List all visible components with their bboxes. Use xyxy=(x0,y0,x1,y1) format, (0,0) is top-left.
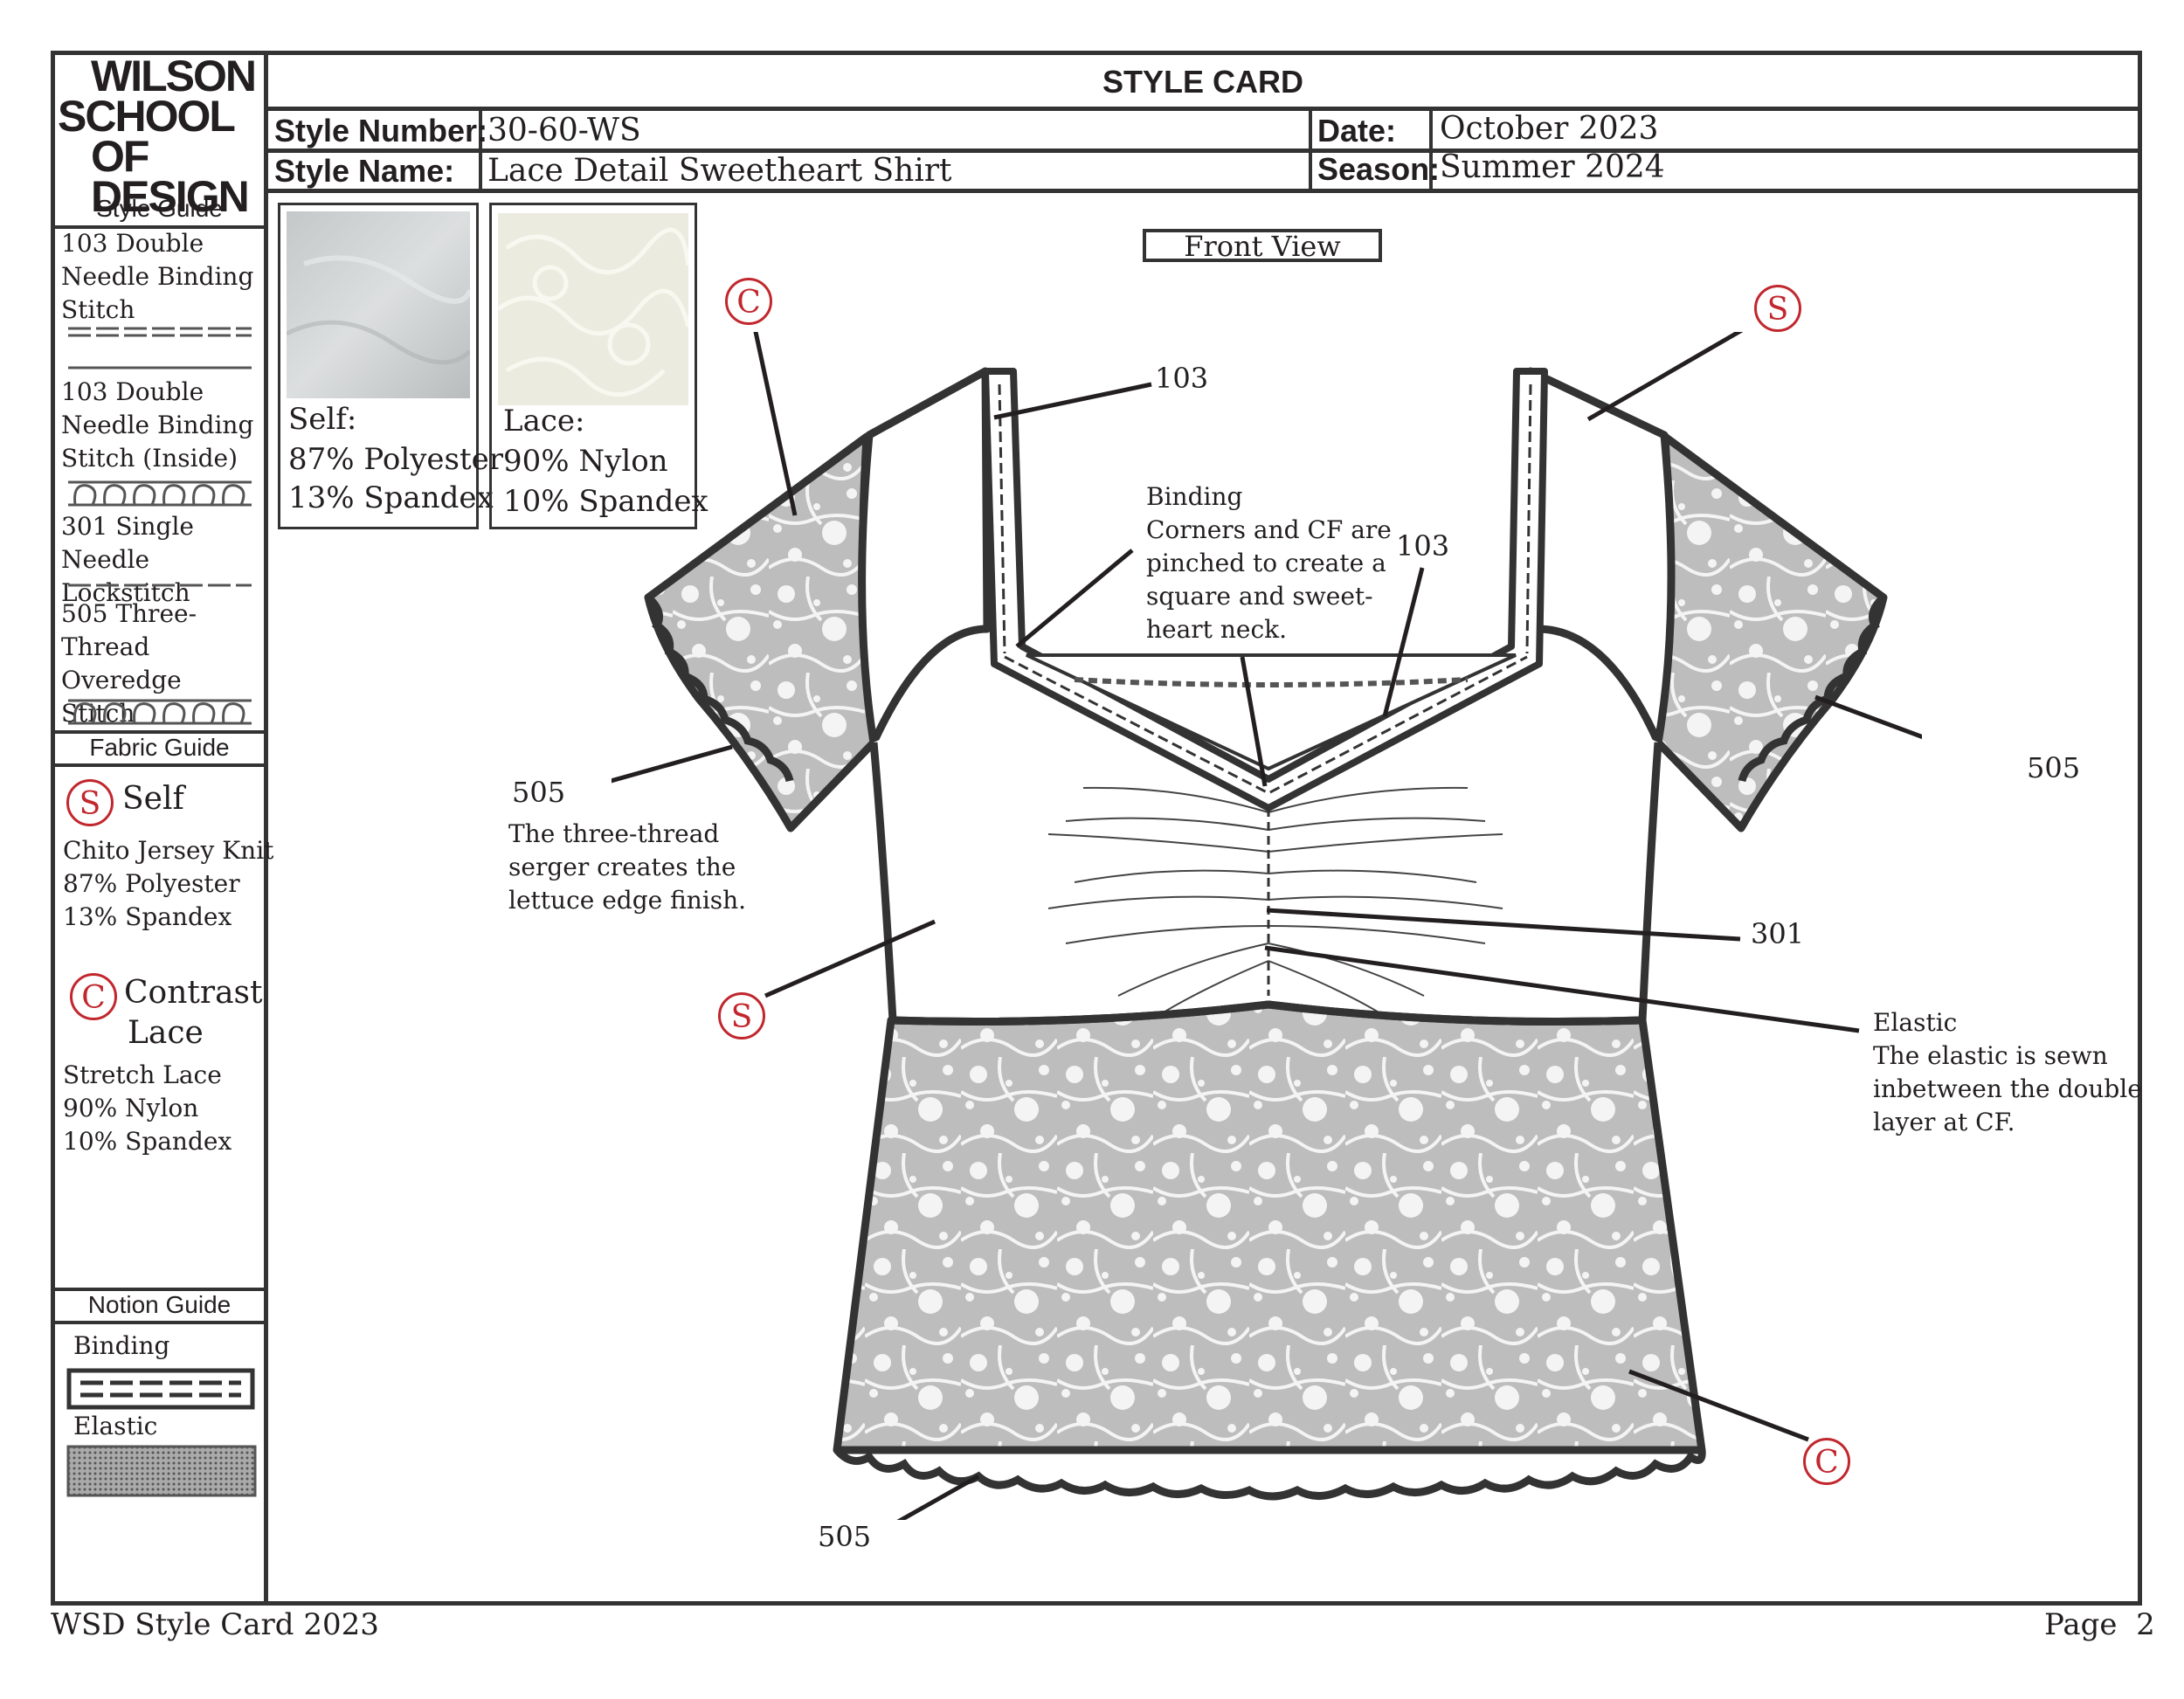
stitch-301-icon xyxy=(68,584,252,587)
contrast-symbol: C xyxy=(70,973,117,1020)
self-fabric-line-3: 13% Spandex xyxy=(63,902,232,931)
front-view-label: Front View xyxy=(1143,229,1382,262)
logo-line-2: SCHOOL xyxy=(58,92,236,141)
stitch-505-callout-left: 505 xyxy=(512,776,566,809)
elastic-note: Elastic The elastic is sewn inbetween th… xyxy=(1873,1006,2142,1139)
footer-page-number: Page 2 xyxy=(2044,1607,2155,1642)
elastic-note-title: Elastic xyxy=(1873,1008,1958,1037)
contrast-callout-sleeve: C xyxy=(725,278,772,325)
serger-note-line-1: The three-thread xyxy=(508,819,720,848)
school-logo: WILSON SCHOOL OF DESIGN xyxy=(56,52,262,218)
stitch-505-loop-icon xyxy=(68,480,252,507)
self-callout-shoulder: S xyxy=(1754,285,1801,332)
logo-line-1: WILSON xyxy=(91,52,257,100)
self-name: Self xyxy=(122,781,184,817)
left-column-divider xyxy=(264,51,268,1606)
stitch-103-inside-icon xyxy=(68,366,252,369)
stitch-103-callout-center: 103 xyxy=(1396,529,1450,563)
stitch-103-inside-label: 103 Double Needle Binding Stitch (Inside… xyxy=(61,377,254,473)
serger-note-line-2: serger creates the xyxy=(508,853,736,881)
garment-flat-drawing xyxy=(612,332,1922,1520)
fabric-guide-top-line xyxy=(51,730,266,734)
self-swatch-card xyxy=(278,203,479,529)
lace-fabric-swatch xyxy=(498,213,688,405)
logo-line-3: OF DESIGN xyxy=(91,132,250,221)
stitch-103-label: 103 Double Needle Binding Stitch xyxy=(61,229,254,324)
binding-note: Binding Corners and CF are pinched to cr… xyxy=(1146,480,1392,646)
page-title: STYLE CARD xyxy=(1102,64,1303,100)
lace-swatch-line-1: 90% Nylon xyxy=(503,444,668,479)
binding-note-line-2: pinched to create a xyxy=(1146,549,1386,577)
contrast-name: Contrast xyxy=(124,975,263,1011)
serger-note-line-3: lettuce edge finish. xyxy=(508,886,747,915)
stitch-505-label: 505 Three-Thread Overedge Stitch xyxy=(61,599,197,728)
style-name-label: Style Name: xyxy=(274,153,455,189)
header-divider-b xyxy=(1309,107,1312,190)
contrast-callout-hem: C xyxy=(1803,1438,1850,1485)
contrast-fabric-line-3: 10% Spandex xyxy=(63,1127,232,1156)
season-value: Summer 2024 xyxy=(1440,149,1665,185)
stitch-505-callout-bottom: 505 xyxy=(818,1520,872,1553)
lace-swatch-card xyxy=(489,203,697,529)
season-label: Season: xyxy=(1317,151,1441,187)
self-swatch-label: Self: xyxy=(288,402,357,437)
binding-note-line-1: Corners and CF are xyxy=(1146,515,1392,544)
notion-guide-title-line xyxy=(51,1321,266,1324)
lace-swatch-label: Lace: xyxy=(503,404,585,439)
contrast-fabric-line-1: Stretch Lace xyxy=(63,1060,222,1089)
contrast-name-2: Lace xyxy=(128,1015,204,1051)
stitch-301-label: 301 Single Needle Lockstitch xyxy=(61,512,194,607)
header-divider-c xyxy=(1429,107,1433,190)
self-swatch-line-1: 87% Polyester xyxy=(288,442,504,477)
stitch-505-callout-right: 505 xyxy=(2027,751,2081,784)
elastic-note-line-2: inbetween the double xyxy=(1873,1074,2142,1103)
stitch-103-callout-left: 103 xyxy=(1155,362,1209,395)
header-line-3 xyxy=(264,189,2142,193)
self-callout-bodice: S xyxy=(718,992,765,1039)
fabric-guide-title-line xyxy=(51,763,266,767)
header-line-1 xyxy=(264,107,2142,111)
contrast-fabric-line-2: 90% Nylon xyxy=(63,1094,199,1122)
elastic-note-line-1: The elastic is sewn xyxy=(1873,1041,2108,1070)
stitch-505-icon xyxy=(68,699,252,725)
style-name-value: Lace Detail Sweetheart Shirt xyxy=(487,153,952,189)
date-value: October 2023 xyxy=(1440,111,1659,147)
style-card-frame xyxy=(51,51,2142,1606)
binding-note-line-3: square and sweet- xyxy=(1146,582,1373,611)
lace-swatch-line-2: 10% Spandex xyxy=(503,484,708,519)
date-label: Date: xyxy=(1317,113,1397,148)
serger-note: The three-thread serger creates the lett… xyxy=(508,818,746,917)
binding-note-title: Binding xyxy=(1146,482,1243,511)
binding-swatch-icon xyxy=(66,1368,255,1410)
binding-note-line-4: heart neck. xyxy=(1146,615,1287,644)
self-fabric-line-2: 87% Polyester xyxy=(63,869,240,898)
notion-guide-top-line xyxy=(51,1288,266,1291)
stitch-103-icon xyxy=(68,327,252,337)
style-number-label: Style Number: xyxy=(274,113,488,148)
header-divider-a xyxy=(479,107,482,190)
footer-left: WSD Style Card 2023 xyxy=(51,1607,379,1642)
self-symbol: S xyxy=(66,779,114,826)
fabric-guide-title: Fabric Guide xyxy=(89,734,230,761)
notion-elastic-label: Elastic xyxy=(73,1412,158,1440)
self-fabric-line-1: Chito Jersey Knit xyxy=(63,836,274,865)
self-fabric-swatch xyxy=(287,211,470,398)
stitch-301-callout: 301 xyxy=(1751,917,1805,950)
self-swatch-line-2: 13% Spandex xyxy=(288,480,494,515)
style-number-value: 30-60-WS xyxy=(487,113,641,148)
style-guide-title-line xyxy=(51,225,266,229)
elastic-swatch-icon xyxy=(66,1445,257,1497)
notion-guide-title: Notion Guide xyxy=(87,1291,232,1318)
elastic-note-line-3: layer at CF. xyxy=(1873,1108,2015,1136)
style-guide-title: Style Guide xyxy=(96,195,223,222)
notion-binding-label: Binding xyxy=(73,1331,170,1360)
header-line-2 xyxy=(264,148,2142,153)
